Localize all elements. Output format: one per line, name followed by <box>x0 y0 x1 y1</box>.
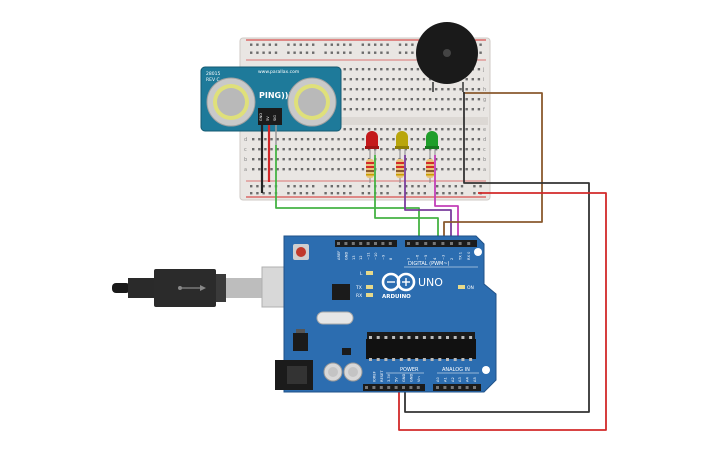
sensor-corner-text-2: REV C <box>206 77 220 83</box>
wire-green-led <box>434 155 459 244</box>
breadboard-row-letter: h <box>483 87 486 93</box>
led-yellow <box>395 131 409 157</box>
sensor-maker-text: www.parallax.com <box>258 69 299 75</box>
digital-header <box>335 240 477 247</box>
wire-red-led <box>374 155 439 244</box>
breadboard-row-letter: e <box>483 127 486 133</box>
sensor-pin-label-sig: SIG <box>273 115 277 121</box>
wire-yellow-led <box>404 155 452 244</box>
digital-pin-label: RX 0 <box>467 251 471 260</box>
usb-chip <box>332 284 350 300</box>
breadboard-row-letter: b <box>483 157 486 163</box>
arduino-model-label: UNO <box>418 276 443 289</box>
left-transducer <box>206 77 256 127</box>
usb-symbol-icon <box>178 285 206 291</box>
breadboard-row-letter: a <box>483 167 486 173</box>
analog-in-label: ANALOG IN <box>442 367 470 373</box>
breadboard-row-letter: j <box>482 67 484 73</box>
digital-pin-label: 12 <box>359 255 363 260</box>
breadboard-row-letter: c <box>244 147 247 153</box>
piezo-buzzer <box>416 22 478 92</box>
right-transducer <box>287 77 337 127</box>
crystal-oscillator <box>316 311 354 325</box>
analog-pin-label: A5 <box>473 377 477 382</box>
reset-button <box>293 244 309 260</box>
digital-pwm-label: DIGITAL (PWM~) <box>408 261 450 267</box>
sensor-model-label: PING))) <box>259 91 292 100</box>
wire-5v <box>398 192 607 431</box>
digital-pin-label: ~11 <box>367 252 371 260</box>
power-pin-label: GND <box>409 374 413 382</box>
digital-pin-label: 7 <box>407 258 411 260</box>
onboard-leds: L TX RX ON <box>355 271 474 299</box>
breadboard-row-letter: g <box>483 97 486 103</box>
voltage-regulator <box>293 333 308 351</box>
resistor-yellow-led <box>396 157 404 183</box>
breadboard-row-letter: d <box>244 137 247 143</box>
analog-pin-label: A0 <box>436 377 440 382</box>
wire-sensor-signal <box>275 145 420 244</box>
resistor-red-led <box>366 157 374 183</box>
power-pin-label: 5V <box>395 377 399 382</box>
breadboard-row-letter: a <box>244 167 247 173</box>
wire-ground <box>404 92 590 413</box>
digital-pin-label: AREF <box>337 251 341 260</box>
digital-pin-label: ~5 <box>424 255 428 260</box>
sensor-pin-label-gnd: GND <box>259 113 263 121</box>
digital-pin-label: ~10 <box>374 252 378 260</box>
analog-pin-label: A1 <box>443 377 447 382</box>
capacitors <box>323 362 363 382</box>
usb-cable <box>112 266 313 308</box>
ping-sensor: 28015 REV C www.parallax.com PING))) GND… <box>200 66 342 132</box>
digital-pin-label: 2 <box>450 258 454 260</box>
digital-pin-label: 13 <box>352 255 356 260</box>
resistors <box>366 157 434 183</box>
led-label-rx: RX <box>356 293 362 299</box>
breadboard-row-letter: i <box>483 77 484 83</box>
sensor-corner-text-1: 28015 <box>206 71 220 77</box>
digital-pin-label: ~9 <box>381 254 385 260</box>
power-pin-label: Vin <box>417 376 421 382</box>
digital-pin-label: 4 <box>433 257 437 260</box>
power-pin-label: 3.3V <box>387 373 391 382</box>
digital-pin-label: ~6 <box>416 254 420 260</box>
breadboard-row-letter: c <box>483 147 486 153</box>
power-label: POWER <box>400 367 419 373</box>
resistor-green-led <box>426 157 434 183</box>
led-label-l: L <box>360 271 363 277</box>
on-led-label: ON <box>467 285 474 291</box>
arduino-brand-label: ARDUINO <box>382 294 411 300</box>
wire-buzzer <box>443 92 543 244</box>
led-red <box>365 131 379 157</box>
analog-pin-label: A4 <box>466 377 470 382</box>
digital-pin-label: TX 1 <box>459 252 463 261</box>
digital-pin-label: GND <box>344 252 348 260</box>
sensor-pin-label-5v: 5V <box>266 116 270 121</box>
sensor-pin-header <box>258 108 282 125</box>
power-pin-label: RESET <box>380 370 384 382</box>
analog-pin-label: A2 <box>451 377 455 382</box>
wires <box>275 92 607 431</box>
power-pin-label: IOREF <box>372 371 376 382</box>
breadboard-row-letter: d <box>483 137 486 143</box>
power-pin-label: GND <box>402 374 406 382</box>
led-label-tx: TX <box>355 285 362 291</box>
digital-pin-label: ~3 <box>441 255 445 260</box>
power-analog-header <box>363 384 481 391</box>
digital-pin-label: 8 <box>389 257 393 260</box>
atmega-chip <box>366 332 476 361</box>
breadboard-row-letter: f <box>483 107 485 113</box>
breadboard-row-letter: b <box>244 157 247 163</box>
analog-pin-label: A3 <box>458 377 462 382</box>
arduino-infinity-logo-icon <box>381 272 416 292</box>
